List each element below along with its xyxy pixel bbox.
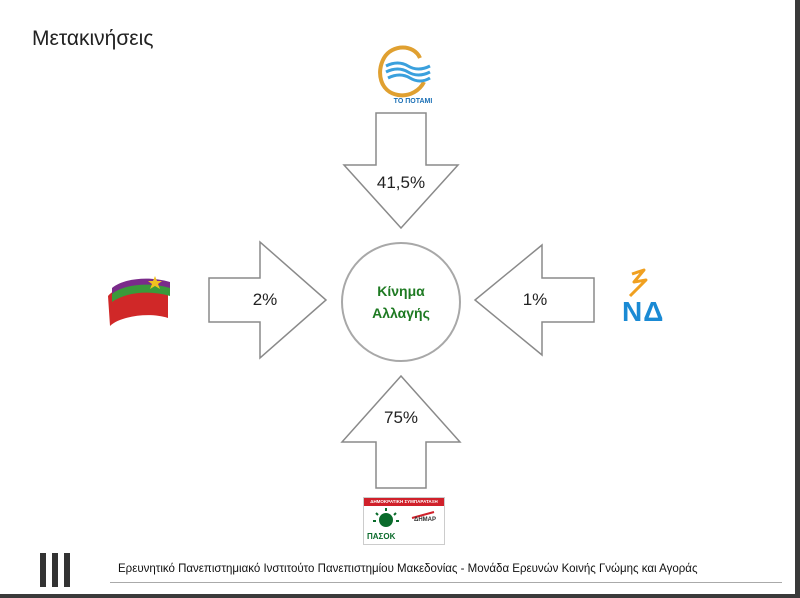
potami-logo-icon — [378, 45, 431, 98]
footer-divider — [110, 582, 782, 583]
arrow-top-value: 41,5% — [376, 173, 426, 192]
pasok-logo: ΔΗΜΟΚΡΑΤΙΚΗ ΣΥΜΠΑΡΑΤΑΞΗ ΠΑΣΟΚ ΔΗΜΑΡ — [363, 497, 445, 545]
arrow-left — [208, 240, 328, 360]
potami-logo-label: ΤΟ ΠΟΤΑΜΙ — [393, 98, 433, 105]
arrow-right-value: 1% — [522, 290, 548, 309]
syriza-flag-icon — [108, 276, 170, 326]
dimar-label: ΔΗΜΑΡ — [414, 517, 436, 523]
arrow-right — [473, 243, 595, 357]
arrow-top — [342, 112, 460, 230]
arrow-left-value: 2% — [252, 290, 278, 309]
arrow-bottom — [340, 374, 462, 489]
pasok-label: ΠΑΣΟΚ — [367, 532, 396, 541]
slide-title: Μετακινήσεις — [32, 27, 154, 50]
center-label-line2: Αλλαγής — [372, 305, 430, 321]
institute-logo-icon — [40, 553, 70, 587]
pasok-sun-icon — [373, 508, 435, 527]
center-party-circle: Κίνημα Αλλαγής — [341, 242, 461, 362]
nd-logo-label: ΝΔ — [622, 296, 665, 327]
arrow-bottom-value: 75% — [383, 408, 419, 427]
footer-text: Ερευνητικό Πανεπιστημιακό Ινστιτούτο Παν… — [118, 563, 698, 575]
center-label-line1: Κίνημα — [377, 283, 425, 299]
nd-flame-icon — [628, 268, 648, 298]
pasok-banner: ΔΗΜΟΚΡΑΤΙΚΗ ΣΥΜΠΑΡΑΤΑΞΗ — [364, 498, 444, 506]
